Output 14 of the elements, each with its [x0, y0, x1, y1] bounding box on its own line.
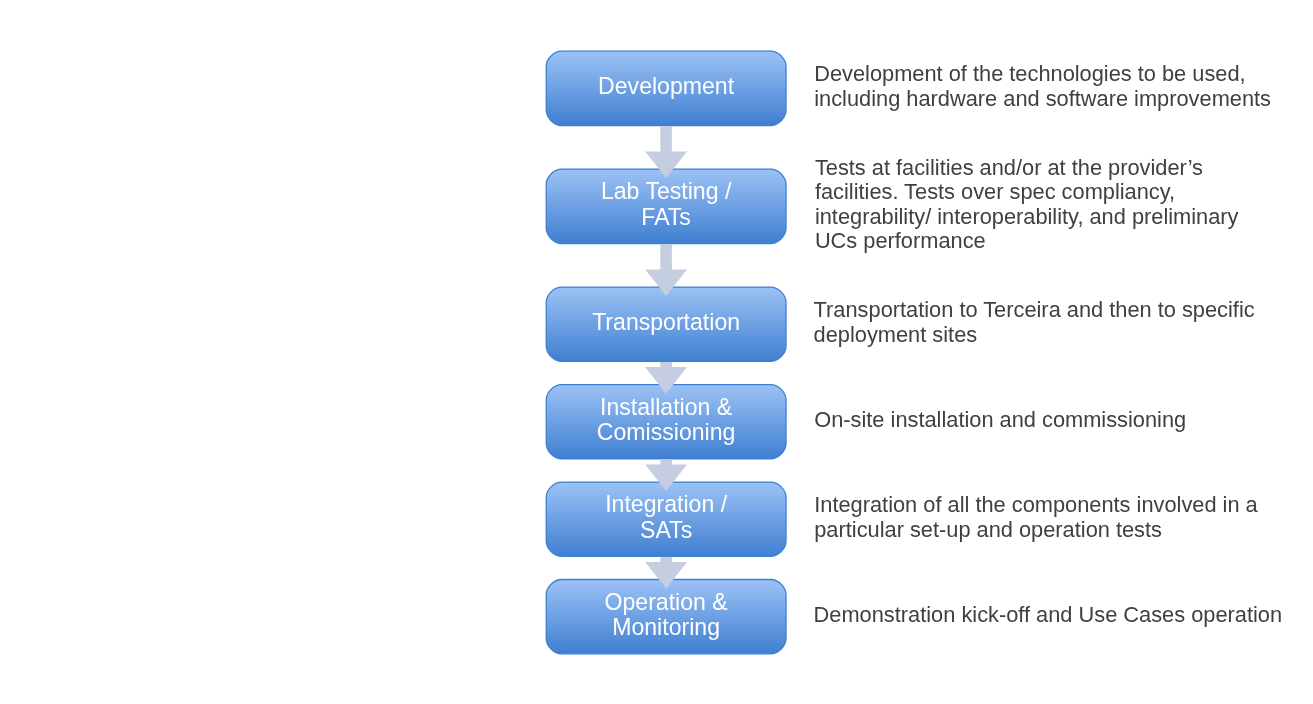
node-label: Demonstration kick-off and Use Cases operation — [813, 601, 1283, 627]
node-box: Transportation — [545, 285, 787, 362]
node-box: Lab Testing / FATs — [545, 167, 787, 244]
arrow — [645, 125, 688, 178]
node-box: Development — [545, 50, 787, 126]
node-box: Installation & Comissioning — [545, 383, 787, 460]
node-label: Tests at facilities and/or at the provider’s facilities. Tests over spec compliancy, integrability/ interoperability, and preliminary UCs performance — [814, 154, 1239, 253]
node-box: Operation & Monitoring — [545, 578, 787, 654]
node-label: Transportation to Terceira and then to specific deployment sites — [813, 296, 1255, 347]
node-label: On-site installation and commissioning — [814, 406, 1187, 432]
node-label: Development of the technologies to be used, including hardware and software improvements — [814, 60, 1271, 111]
node-box: Integration / SATs — [545, 480, 787, 557]
node-label: Integration of all the components involved in a particular set-up and operation tests — [814, 491, 1258, 542]
arrow — [645, 243, 688, 296]
